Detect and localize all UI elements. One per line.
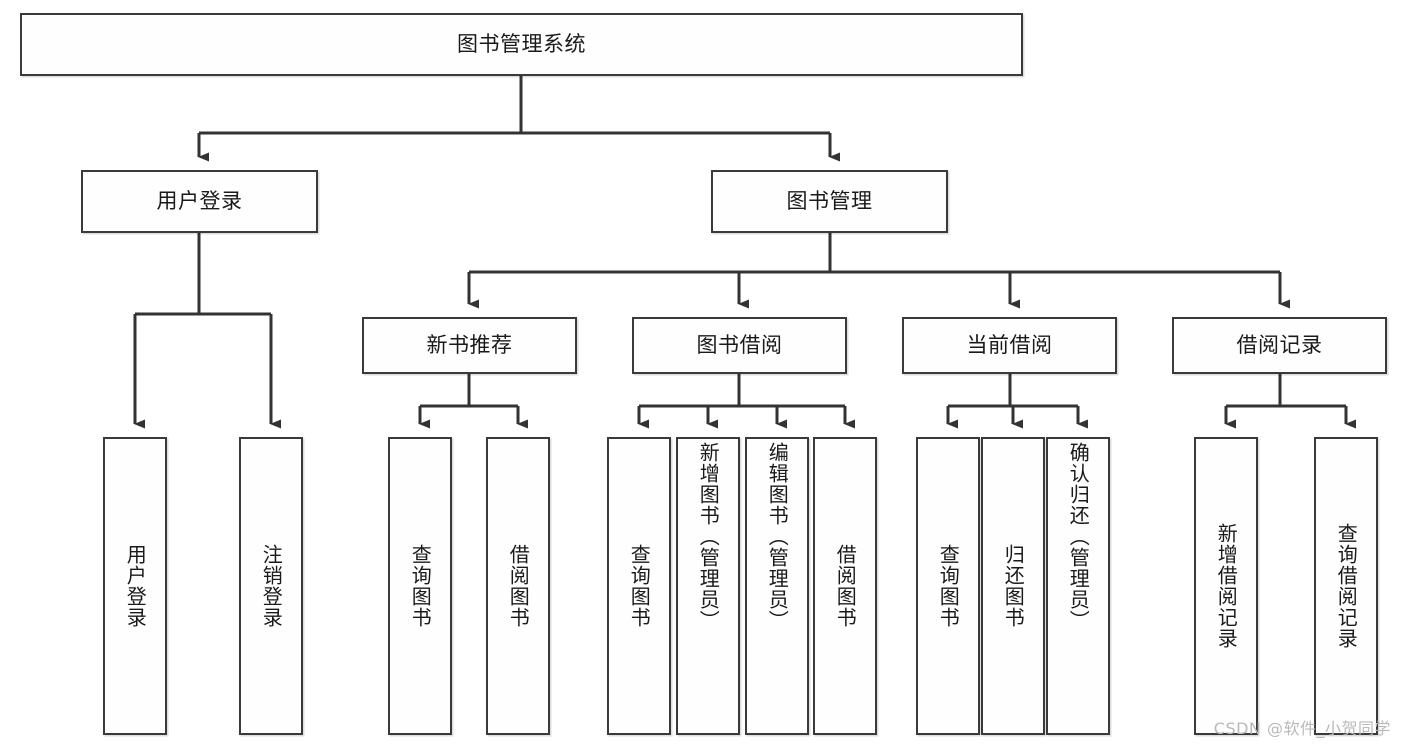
- node-current-borrow-label: 当前借阅: [966, 333, 1053, 358]
- node-leaf-add-book[interactable]: 新增图书（管理员）: [676, 437, 740, 735]
- node-leaf-query-book-3[interactable]: 查询图书: [916, 437, 980, 735]
- node-leaf-edit-book-label: 编辑图书（管理员）: [765, 442, 790, 631]
- node-book-manage-label: 图书管理: [786, 189, 873, 214]
- node-user-login[interactable]: 用户登录: [81, 170, 318, 233]
- node-book-borrow-label: 图书借阅: [696, 333, 783, 358]
- node-leaf-query-record[interactable]: 查询借阅记录: [1314, 437, 1378, 735]
- node-leaf-query-book-1[interactable]: 查询图书: [388, 437, 452, 735]
- node-leaf-query-book-2-label: 查询图书: [627, 544, 652, 628]
- node-leaf-edit-book[interactable]: 编辑图书（管理员）: [745, 437, 809, 735]
- node-user-login-label: 用户登录: [156, 189, 243, 214]
- node-book-borrow[interactable]: 图书借阅: [632, 317, 847, 374]
- node-borrow-record[interactable]: 借阅记录: [1172, 317, 1387, 374]
- node-leaf-user-logout[interactable]: 注销登录: [239, 437, 303, 735]
- node-root[interactable]: 图书管理系统: [20, 13, 1023, 76]
- node-leaf-borrow-book-2[interactable]: 借阅图书: [813, 437, 877, 735]
- node-leaf-add-book-label: 新增图书（管理员）: [696, 442, 721, 631]
- node-leaf-confirm-return[interactable]: 确认归还（管理员）: [1046, 437, 1110, 735]
- node-leaf-add-record[interactable]: 新增借阅记录: [1194, 437, 1258, 735]
- node-leaf-query-book-1-label: 查询图书: [408, 544, 433, 628]
- node-leaf-query-book-3-label: 查询图书: [936, 544, 961, 628]
- node-leaf-borrow-book-1[interactable]: 借阅图书: [486, 437, 550, 735]
- node-leaf-return-book[interactable]: 归还图书: [981, 437, 1045, 735]
- node-leaf-user-logout-label: 注销登录: [259, 544, 284, 628]
- node-leaf-borrow-book-2-label: 借阅图书: [833, 544, 858, 628]
- node-new-book-rec-label: 新书推荐: [426, 333, 513, 358]
- node-new-book-rec[interactable]: 新书推荐: [362, 317, 577, 374]
- node-leaf-query-record-label: 查询借阅记录: [1334, 523, 1359, 649]
- node-book-manage[interactable]: 图书管理: [711, 170, 948, 233]
- node-current-borrow[interactable]: 当前借阅: [902, 317, 1117, 374]
- node-leaf-user-login[interactable]: 用户登录: [103, 437, 167, 735]
- node-leaf-add-record-label: 新增借阅记录: [1214, 523, 1239, 649]
- node-root-label: 图书管理系统: [457, 32, 586, 57]
- node-leaf-user-login-label: 用户登录: [123, 544, 148, 628]
- node-leaf-confirm-return-label: 确认归还（管理员）: [1066, 442, 1091, 631]
- node-leaf-query-book-2[interactable]: 查询图书: [607, 437, 671, 735]
- node-borrow-record-label: 借阅记录: [1236, 333, 1323, 358]
- csdn-watermark: CSDN @软件_小贺同学: [1213, 719, 1391, 738]
- node-leaf-borrow-book-1-label: 借阅图书: [506, 544, 531, 628]
- node-leaf-return-book-label: 归还图书: [1001, 544, 1026, 628]
